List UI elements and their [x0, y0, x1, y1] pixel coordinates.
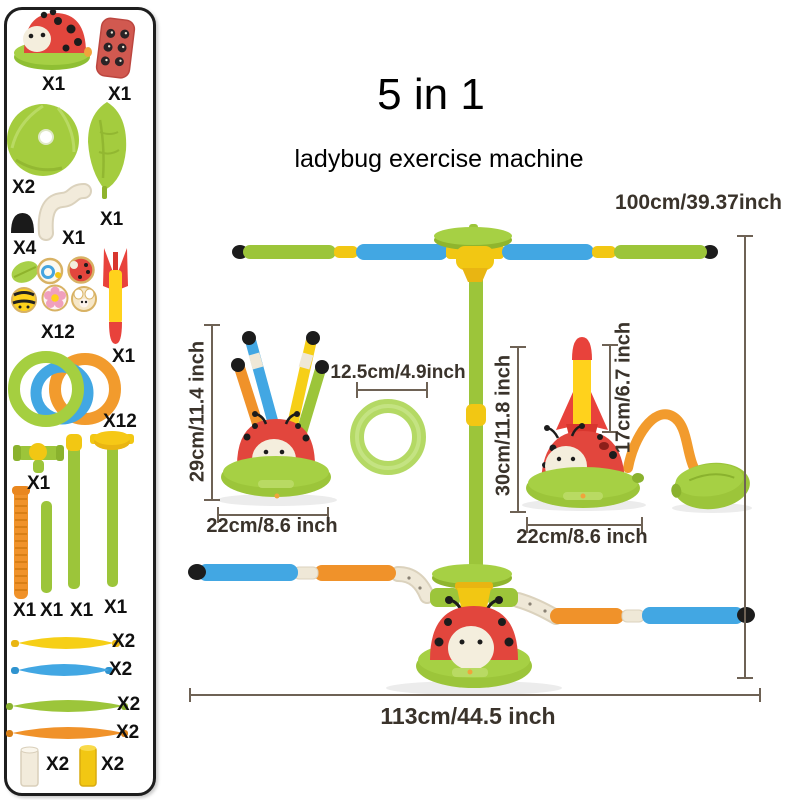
dim-left-height: 29cm/11.4 inch: [186, 340, 209, 483]
part-elbow-tube: [37, 183, 92, 241]
token-flower: [41, 284, 69, 312]
page-subtitle: ladybug exercise machine: [294, 145, 584, 173]
part-flower-disc: [7, 104, 79, 176]
part-orange-blade: [6, 727, 128, 739]
foot-pedal: [671, 462, 750, 510]
dim-total-height: 100cm/39.37inch: [615, 191, 782, 214]
part-control-panel: [95, 17, 136, 79]
part-ladybug-base: [14, 8, 92, 70]
part-white-sleeve: [20, 746, 39, 787]
dim-ring: 12.5cm/4.9inch: [330, 362, 466, 383]
dim-total-width: 113cm/44.5 inch: [380, 703, 556, 729]
center-pole: [466, 262, 486, 582]
qty-tokens: X12: [41, 322, 75, 343]
part-yellow-blade: [11, 637, 120, 649]
qty-leaf: X1: [100, 209, 124, 230]
qty-elbow-tube: X1: [62, 228, 86, 249]
bottom-spinner: [188, 564, 755, 695]
bottom-ladybug: [386, 596, 562, 695]
qty-dome-cap: X4: [13, 238, 37, 259]
token-snail: [36, 257, 64, 285]
bottom-right-arm: [510, 592, 755, 625]
qty-rocket: X1: [112, 346, 136, 367]
top-spinner: [232, 224, 718, 282]
qty-blue-blade: X2: [109, 659, 133, 680]
dim-right-width: 22cm/8.6 inch: [516, 526, 648, 548]
part-toss-rings: [8, 351, 121, 427]
part-flower-top-pole: [90, 431, 134, 587]
qty-white-sleeve: X2: [46, 754, 70, 775]
left-product: [217, 331, 337, 506]
token-bee: [11, 287, 37, 313]
page-title: 5 in 1: [377, 70, 485, 119]
qty-yellow-blade: X2: [112, 631, 136, 652]
qty-flower-disc: X2: [12, 177, 36, 198]
qty-ladybug-base: X1: [42, 74, 66, 95]
bottom-left-arm: [188, 564, 435, 604]
qty-yellow-sleeve: X2: [101, 754, 125, 775]
dim-right-height: 30cm/11.8 inch: [492, 354, 515, 497]
part-leaf: [88, 102, 127, 199]
qty-t-connector: X1: [27, 473, 51, 494]
part-black-dome-cap: [11, 213, 34, 233]
ladybug-face: [448, 626, 494, 670]
dim-rocket-height: 17cm/6.7 inch: [612, 321, 635, 454]
qty-green-blade: X2: [117, 694, 141, 715]
token-leaf: [11, 261, 39, 283]
part-t-connector: [13, 443, 64, 473]
qty-capped-pole: X1: [70, 600, 94, 621]
qty-control-panel: X1: [108, 84, 132, 105]
part-green-blade: [6, 700, 128, 712]
part-insect-tokens: [11, 256, 97, 313]
part-yellow-sleeve: [79, 745, 97, 787]
part-rocket: [103, 248, 128, 344]
dimension-lines: [189, 235, 761, 702]
token-ladybug: [67, 256, 95, 284]
part-short-pole: [41, 501, 52, 593]
part-capped-pole: [66, 434, 82, 589]
qty-short-pole: X1: [40, 600, 64, 621]
part-blue-blade: [11, 664, 113, 676]
qty-spiral-pole: X1: [13, 600, 37, 621]
qty-flower-pole: X1: [104, 597, 128, 618]
ladybug-face: [23, 26, 51, 52]
toss-ring: [350, 399, 426, 475]
dim-left-width: 22cm/8.6 inch: [206, 515, 338, 537]
qty-orange-blade: X2: [116, 722, 140, 743]
token-butterfly: [71, 286, 97, 312]
part-spiral-pole: [12, 486, 30, 599]
right-product: [522, 337, 752, 513]
qty-rings: X12: [103, 411, 137, 432]
